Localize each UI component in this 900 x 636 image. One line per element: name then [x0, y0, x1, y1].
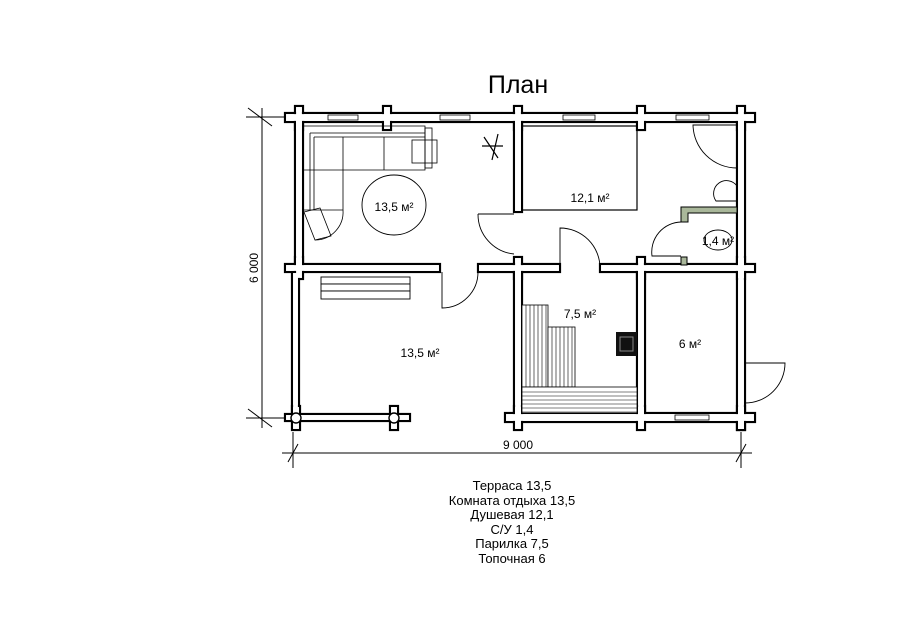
- shower-room-outline: [521, 125, 638, 211]
- height-dimension: [246, 107, 285, 428]
- legend-item: Топочная 6: [478, 550, 546, 566]
- room-label-lounge: 13,5 м²: [375, 200, 414, 214]
- wc-door: [651, 221, 682, 257]
- wc-partition: [680, 206, 738, 223]
- legend-item: Терраса 13,5: [472, 478, 552, 493]
- stove-icon: [616, 332, 637, 356]
- plan-title: План: [488, 71, 548, 99]
- ceiling-lamp-icon: [482, 133, 503, 161]
- wall-segment: [515, 265, 521, 421]
- room-label-sauna: 7,5 м²: [564, 307, 596, 321]
- sink: [713, 180, 738, 202]
- room-legend: Терраса 13,5 Комната отдыха 13,5 Душевая…: [362, 478, 662, 566]
- wall-segment: [384, 107, 390, 129]
- height-dimension-label: 6 000: [247, 253, 261, 283]
- wall-segment: [286, 415, 409, 420]
- room-label-shower: 12,1 м²: [571, 191, 610, 205]
- wall-segment: [638, 107, 644, 129]
- doors: [441, 213, 786, 404]
- legend-item: Комната отдыха 13,5: [448, 492, 576, 508]
- wall-segment: [515, 407, 521, 429]
- room-label-terrace: 13,5 м²: [401, 346, 440, 360]
- sauna-benches: [521, 304, 638, 414]
- wall-segment: [296, 114, 302, 271]
- toilet: [703, 229, 733, 251]
- walls: [283, 104, 757, 432]
- wall-segment: [638, 407, 644, 429]
- table-ellipse: [361, 174, 427, 236]
- room-label-furnace: 6 м²: [679, 337, 701, 351]
- legend-item: С/У 1,4: [490, 521, 534, 537]
- bench-slats: [522, 305, 637, 413]
- wall-segment: [515, 114, 521, 211]
- legend-item: Парилка 7,5: [475, 536, 549, 551]
- room-label-wc: 1,4 м²: [702, 234, 734, 248]
- wc-partition-stub: [680, 256, 688, 266]
- wall-segment: [296, 258, 302, 278]
- stove-grate: [619, 336, 634, 352]
- wall-segment: [293, 273, 298, 419]
- legend-item: Душевая 12,1: [470, 507, 554, 522]
- shower-cabin: [692, 124, 738, 169]
- wall-segment: [601, 265, 754, 271]
- width-dimension-label: 9 000: [503, 438, 533, 452]
- wall-segment: [286, 265, 439, 271]
- terrace-posts: [290, 412, 400, 424]
- windows: [327, 114, 710, 421]
- wall-segment: [506, 414, 754, 421]
- wall-segment: [738, 407, 744, 429]
- width-dimension: [282, 432, 752, 468]
- sofa: [303, 125, 438, 241]
- terrace-steps: [320, 276, 411, 300]
- wall-segment: [738, 258, 744, 278]
- wall-segment: [638, 265, 644, 421]
